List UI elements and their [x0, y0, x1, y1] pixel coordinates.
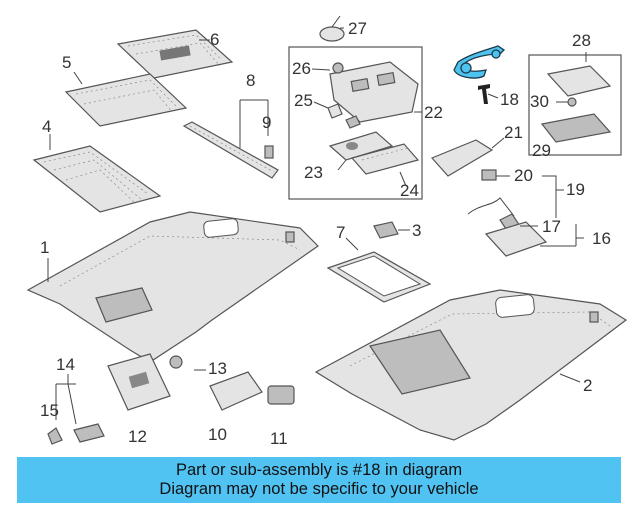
part-1-headliner	[26, 211, 319, 363]
callout-16: 16	[592, 229, 611, 248]
callout-6: 6	[210, 30, 219, 49]
part-25-lens	[327, 103, 343, 119]
callout-2: 2	[583, 376, 592, 395]
callout-29: 29	[532, 141, 551, 160]
callout-15: 15	[40, 401, 59, 420]
part-28-lamp	[546, 65, 612, 97]
part-11-switch	[267, 385, 295, 405]
part-15-screw	[47, 427, 63, 445]
callout-21: 21	[504, 123, 523, 142]
callout-13: 13	[208, 359, 227, 378]
part-7-frame	[326, 251, 432, 303]
part-14-clip	[73, 423, 105, 443]
part-2-headliner	[314, 289, 628, 441]
callout-5: 5	[62, 53, 71, 72]
part-25b-clip	[345, 115, 361, 129]
callout-20: 20	[514, 166, 533, 185]
part-9-clip	[264, 145, 274, 159]
group-box-28	[528, 54, 622, 156]
part-19-harness	[467, 197, 515, 217]
part-27-cap	[319, 15, 345, 42]
callout-23: 23	[304, 163, 323, 182]
callout-12: 12	[128, 427, 147, 446]
part-13-clip	[169, 355, 183, 369]
callout-28: 28	[572, 31, 591, 50]
parts-diagram: 1 2 3 4 5 6 7 8 9 10 11 12 13 14 15 16 1…	[26, 15, 628, 448]
part-24-grille	[350, 143, 420, 175]
part-6-pad	[116, 29, 234, 79]
callout-14: 14	[56, 355, 75, 374]
banner-line-2: Diagram may not be specific to your vehi…	[159, 480, 479, 498]
part-16-lamp	[484, 221, 548, 257]
part-18-grab-handle	[453, 45, 506, 104]
callout-25: 25	[294, 91, 313, 110]
callout-3: 3	[412, 221, 421, 240]
callout-9: 9	[262, 113, 271, 132]
part-12-visor	[107, 353, 171, 411]
callout-1: 1	[40, 238, 49, 257]
callout-18: 18	[500, 90, 519, 109]
callout-22: 22	[424, 103, 443, 122]
part-10-lamp	[209, 371, 263, 411]
part-22-console	[329, 61, 419, 123]
callout-26: 26	[292, 59, 311, 78]
part-8-strip	[182, 121, 279, 179]
callout-11: 11	[270, 429, 288, 448]
callout-labels: 1 2 3 4 5 6 7 8 9 10 11 12 13 14 15 16 1…	[40, 19, 611, 448]
callout-27: 27	[348, 19, 367, 38]
part-21-bracket	[430, 139, 494, 177]
part-29-lens	[540, 113, 612, 143]
part-3-bracket	[373, 221, 399, 239]
part-20-connector	[481, 169, 497, 181]
part-30-bulb	[567, 97, 577, 107]
part-23-cover	[328, 131, 394, 161]
callout-17: 17	[542, 217, 561, 236]
part-4-pad	[32, 145, 162, 213]
info-banner: Part or sub-assembly is #18 in diagram D…	[17, 457, 621, 503]
leader-lines	[47, 27, 587, 425]
part-5-pad	[64, 73, 188, 127]
part-26-bulb	[332, 62, 344, 74]
banner-line-1: Part or sub-assembly is #18 in diagram	[175, 461, 463, 479]
callout-30: 30	[530, 92, 549, 111]
callout-24: 24	[400, 181, 419, 200]
callout-8: 8	[246, 71, 255, 90]
group-box-22	[288, 46, 423, 200]
callout-10: 10	[208, 425, 227, 444]
callout-7: 7	[336, 223, 345, 242]
callout-4: 4	[42, 117, 51, 136]
callout-19: 19	[566, 180, 585, 199]
